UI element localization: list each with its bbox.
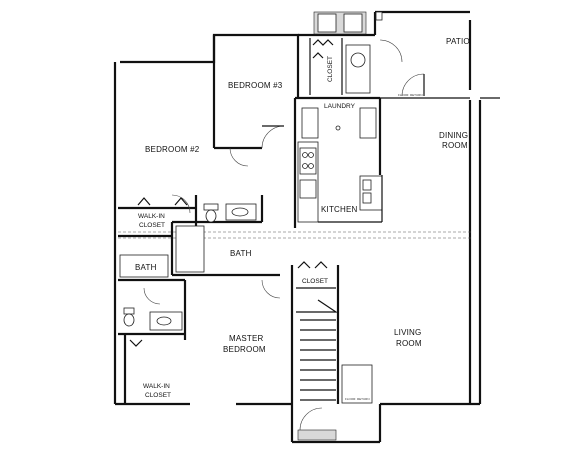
stairs [296, 299, 373, 441]
label-laundry: LAUNDRY [324, 103, 356, 110]
label-bedroom-3: BEDROOM #3 [228, 81, 283, 90]
label-master-line1: MASTER [229, 334, 264, 343]
label-walkin-bottom-line2: CLOSET [145, 392, 171, 399]
label-walkin-bottom-line1: WALK-IN [143, 383, 170, 390]
label-dining-line1: DINING [439, 131, 468, 140]
label-bedroom-2: BEDROOM #2 [145, 145, 200, 154]
bath-fixtures [119, 203, 257, 331]
label-living-line2: ROOM [396, 339, 422, 348]
label-dining-line2: ROOM [442, 141, 468, 150]
label-living-line1: LIVING [394, 328, 421, 337]
laundry-fixtures [301, 44, 377, 139]
label-bath-master: BATH [135, 263, 157, 272]
patio-fixtures [313, 11, 383, 35]
label-master-line2: BEDROOM [223, 345, 266, 354]
label-patio: PATIO [446, 37, 470, 46]
kitchen-fixtures [297, 141, 383, 223]
walls [113, 10, 500, 444]
entry-door-note: FLOOR: RETURN [345, 397, 370, 401]
label-bath-main: BATH [230, 249, 252, 258]
label-closet-mid: CLOSET [302, 278, 328, 285]
closet-doors [129, 39, 334, 347]
label-closet-top: CLOSET [327, 56, 334, 82]
patio-door-note: FLOOR: RETURN [398, 93, 423, 97]
label-kitchen: KITCHEN [321, 205, 358, 214]
label-walkin-top-line1: WALK-IN [138, 213, 165, 220]
label-walkin-top-line2: CLOSET [139, 222, 165, 229]
